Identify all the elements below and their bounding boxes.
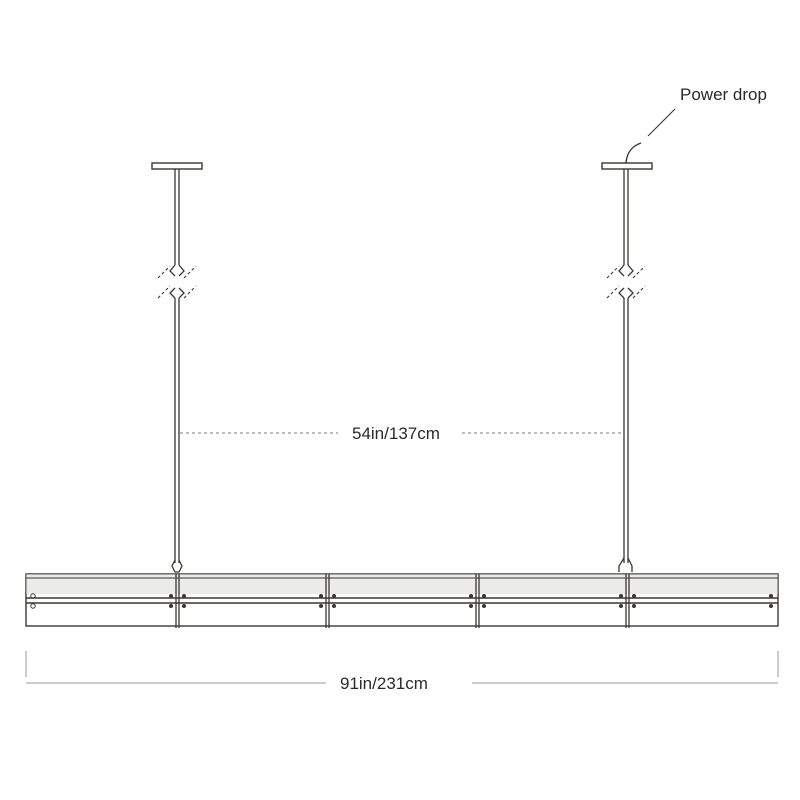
end-cap-screws <box>30 593 36 609</box>
rod-spacing-label: 54in/137cm <box>352 424 440 444</box>
left-rod-break-marks <box>157 265 197 299</box>
power-cord <box>625 142 642 164</box>
light-bar-top-band <box>26 574 778 594</box>
power-drop-label: Power drop <box>680 85 767 105</box>
right-canopy <box>601 162 653 170</box>
fasteners <box>169 594 773 608</box>
power-drop-leader <box>647 108 676 137</box>
segment-dividers <box>175 574 630 628</box>
overall-length-label: 91in/231cm <box>340 674 428 694</box>
right-rod-break-marks <box>606 265 646 299</box>
left-canopy <box>151 162 203 170</box>
left-rod <box>169 169 185 573</box>
right-rod <box>618 169 634 572</box>
